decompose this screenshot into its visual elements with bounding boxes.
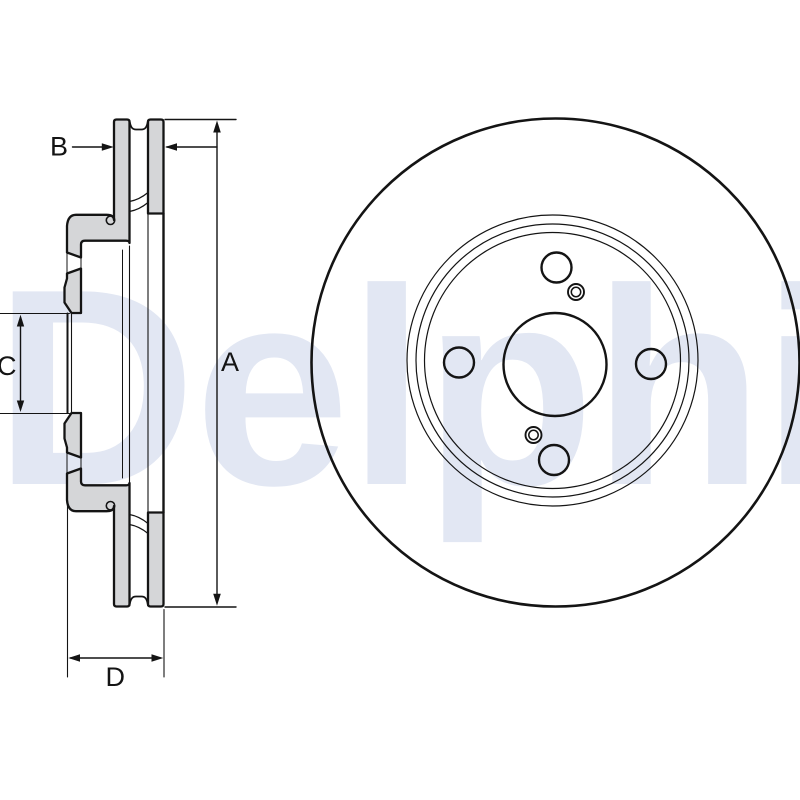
dim-c-arrow-up: [16, 314, 25, 327]
vane-edge-lower-2: [128, 523, 149, 535]
screw-hole-lower-outer: [524, 426, 543, 444]
screw-hole-upper-outer: [567, 283, 585, 301]
dim-c-arrow-down: [16, 400, 25, 412]
hub-face-ring-middle: [415, 223, 690, 498]
section-inboard-plate-and-hat-upper: [65, 118, 131, 259]
dim-b-arrow-left: [165, 143, 177, 151]
brake-disc-front-view: [310, 117, 800, 608]
dim-label-d: D: [106, 662, 126, 692]
brake-disc-cross-section: [63, 118, 165, 608]
dim-a-arrow-down: [213, 593, 221, 606]
section-outboard-plate-upper: [146, 118, 165, 215]
dim-b-arrow-right: [101, 143, 114, 151]
dim-d-arrow-right: [151, 654, 164, 662]
bolt-hole-bottom: [537, 443, 571, 477]
bolt-hole-top: [540, 251, 573, 284]
vane-edge-upper-2: [128, 201, 149, 213]
hub-face-ring-inner: [423, 231, 682, 490]
delphi-watermark: Delphi: [0, 232, 800, 545]
dim-label-a: A: [221, 347, 239, 377]
center-bore-circle: [502, 311, 608, 418]
dim-label-c: C: [0, 351, 17, 381]
vent-channel-opening-bottom: [128, 595, 149, 607]
bolt-hole-left: [442, 346, 476, 379]
undercut-groove-lower: [105, 500, 116, 511]
section-outboard-plate-lower: [146, 511, 165, 608]
screw-hole-lower-inner: [528, 429, 539, 441]
vent-channel-opening-top: [128, 119, 149, 131]
undercut-groove-upper: [105, 215, 116, 226]
hub-face-ring-outer: [406, 214, 699, 507]
dim-d-arrow-left: [68, 654, 80, 662]
vane-edge-upper-1: [128, 191, 149, 203]
dim-a-arrow-up: [213, 120, 221, 133]
section-flange-segment-lower: [63, 411, 83, 459]
bolt-hole-right: [634, 347, 668, 381]
screw-hole-upper-inner: [570, 286, 582, 298]
section-flange-segment-upper: [63, 267, 83, 315]
dim-label-b: B: [50, 132, 68, 162]
vane-edge-lower-1: [128, 513, 149, 525]
dimension-annotations: A B C D: [0, 118, 239, 692]
